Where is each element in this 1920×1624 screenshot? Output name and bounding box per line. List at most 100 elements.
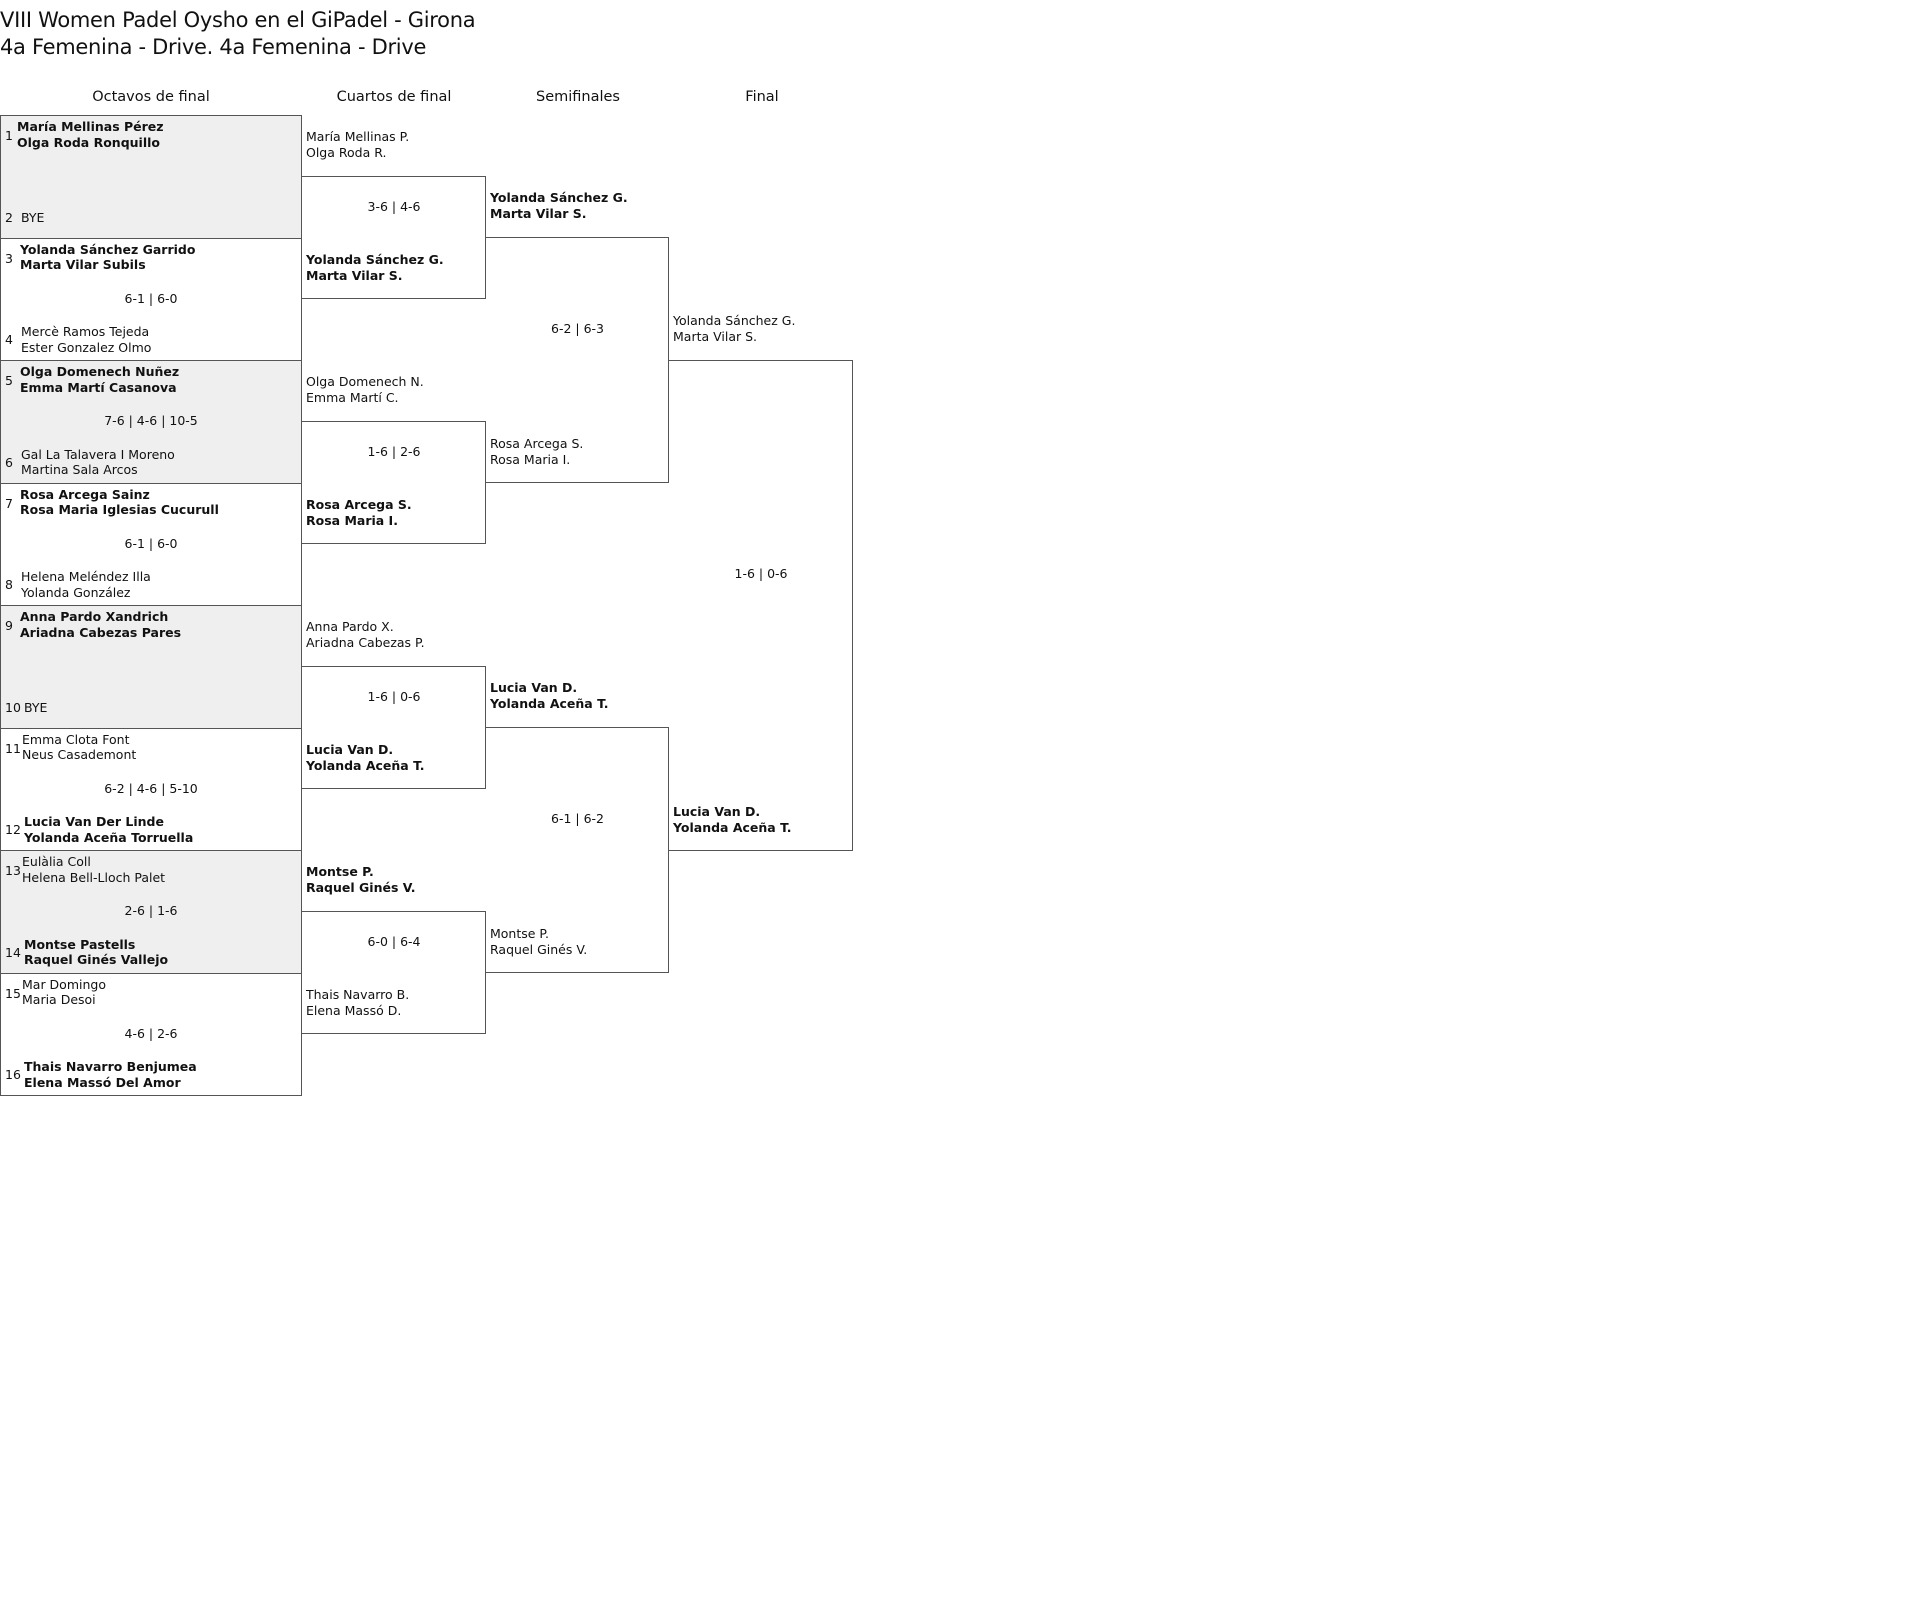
round-header-cuartos: Cuartos de final: [336, 89, 452, 105]
seed-number: 13: [5, 863, 21, 878]
seed-number: 11: [5, 740, 21, 756]
player-name: Olga Roda Ronquillo: [17, 134, 160, 150]
team-entry[interactable]: Montse P.Raquel Ginés V.: [490, 926, 587, 957]
match-box-r16: [0, 115, 302, 239]
player-name: Lucia Van Der Linde: [24, 814, 164, 829]
seed-number: 6: [5, 454, 13, 470]
match-box-r16: [0, 972, 302, 1096]
seed-number: 5: [5, 373, 13, 388]
seed-number: 14: [5, 944, 21, 960]
team-entry[interactable]: Rosa Arcega S.Rosa Maria I.: [306, 497, 412, 528]
match-box-quarterfinal: [302, 176, 486, 299]
player-name: Raquel Ginés V.: [490, 941, 588, 957]
player-name: Yolanda Sánchez Garrido: [20, 241, 196, 257]
team-entry[interactable]: Montse P.Raquel Ginés V.: [306, 864, 416, 895]
player-name: Ariadna Cabezas P.: [306, 634, 425, 650]
match-box-quarterfinal: [302, 421, 486, 544]
match-score: 6-2 | 6-3: [551, 321, 604, 336]
player-name: Ester Gonzalez Olmo: [21, 339, 152, 355]
match-score: 4-6 | 2-6: [124, 1025, 178, 1041]
player-name: Emma Martí Casanova: [20, 379, 177, 395]
seed-number: 1: [5, 128, 13, 143]
seed-number: 7: [5, 495, 13, 511]
seed-number: 15: [5, 985, 21, 1001]
seed-number: 3: [5, 250, 13, 266]
team-entry[interactable]: Yolanda Sánchez G.Marta Vilar S.: [490, 190, 628, 221]
match-score: 3-6 | 4-6: [367, 199, 421, 214]
round-header-semifinales: Semifinales: [536, 89, 620, 105]
team-entry[interactable]: Rosa Arcega S.Rosa Maria I.: [490, 436, 583, 467]
round-header-octavos: Octavos de final: [92, 89, 210, 105]
team-entry[interactable]: Lucia Van D.Yolanda Aceña T.: [490, 680, 608, 711]
player-name: BYE: [21, 209, 45, 225]
player-name: Gal La Talavera I Moreno: [21, 446, 175, 462]
player-name: Yolanda González: [21, 584, 131, 600]
match-box-final: [669, 360, 853, 851]
player-name: Elena Massó D.: [306, 1002, 402, 1018]
player-name: Rosa Maria I.: [490, 451, 571, 467]
player-name: Emma Clota Font: [22, 731, 130, 747]
player-name: Lucia Van D.: [490, 680, 578, 695]
player-name: Thais Navarro Benjumea: [24, 1059, 197, 1074]
team-entry[interactable]: Yolanda Sánchez G.Marta Vilar S.: [673, 313, 795, 344]
player-name: Marta Vilar S.: [306, 267, 403, 283]
player-name: Olga Roda R.: [306, 144, 387, 160]
team-entry[interactable]: BYE: [24, 700, 47, 716]
team-entry[interactable]: BYE: [21, 210, 44, 226]
player-name: BYE: [24, 699, 48, 715]
team-entry[interactable]: Lucia Van D.Yolanda Aceña T.: [306, 742, 424, 773]
player-name: Thais Navarro B.: [306, 987, 410, 1002]
match-score: 6-1 | 6-0: [124, 290, 178, 306]
team-entry[interactable]: Olga Domenech N.Emma Martí C.: [306, 374, 424, 405]
seed-number: 2: [5, 209, 13, 225]
player-name: Neus Casademont: [22, 747, 137, 762]
match-score: 1-6 | 0-6: [734, 566, 788, 581]
category-subtitle: 4a Femenina - Drive. 4a Femenina - Drive: [0, 35, 427, 59]
player-name: Anna Pardo Xandrich: [20, 609, 169, 624]
player-name: Helena Bell-Lloch Palet: [22, 869, 166, 885]
player-name: Mar Domingo: [22, 976, 106, 992]
match-score: 6-1 | 6-0: [124, 535, 178, 551]
player-name: Rosa Arcega Sainz: [20, 486, 150, 502]
match-score: 6-0 | 6-4: [367, 934, 421, 949]
match-score: 7-6 | 4-6 | 10-5: [104, 413, 198, 429]
seed-number: 8: [5, 577, 13, 592]
seed-number: 16: [5, 1067, 21, 1082]
match-box-r16: [0, 360, 302, 484]
player-name: Lucia Van D.: [673, 804, 761, 819]
player-name: Martina Sala Arcos: [21, 462, 138, 477]
player-name: Lucia Van D.: [306, 742, 394, 757]
team-entry[interactable]: Yolanda Sánchez G.Marta Vilar S.: [306, 252, 444, 283]
player-name: Anna Pardo X.: [306, 619, 394, 634]
team-entry[interactable]: Lucia Van D.Yolanda Aceña T.: [673, 804, 791, 835]
seed-number: 4: [5, 332, 13, 347]
match-box-r16: [0, 605, 302, 729]
seed-number: 10: [5, 699, 21, 715]
player-name: Yolanda Aceña T.: [490, 695, 609, 711]
match-score: 2-6 | 1-6: [124, 903, 178, 919]
player-name: Montse P.: [306, 864, 374, 879]
player-name: Marta Vilar S.: [490, 205, 587, 221]
team-entry[interactable]: Anna Pardo X.Ariadna Cabezas P.: [306, 619, 425, 650]
team-entry[interactable]: María Mellinas P.Olga Roda R.: [306, 129, 409, 160]
player-name: Emma Martí C.: [306, 389, 399, 405]
player-name: María Mellinas P.: [306, 129, 410, 144]
team-entry[interactable]: Thais Navarro B.Elena Massó D.: [306, 987, 409, 1018]
match-box-semifinal: [486, 727, 669, 973]
player-name: Yolanda Aceña T.: [673, 819, 792, 835]
match-box-quarterfinal: [302, 666, 486, 789]
